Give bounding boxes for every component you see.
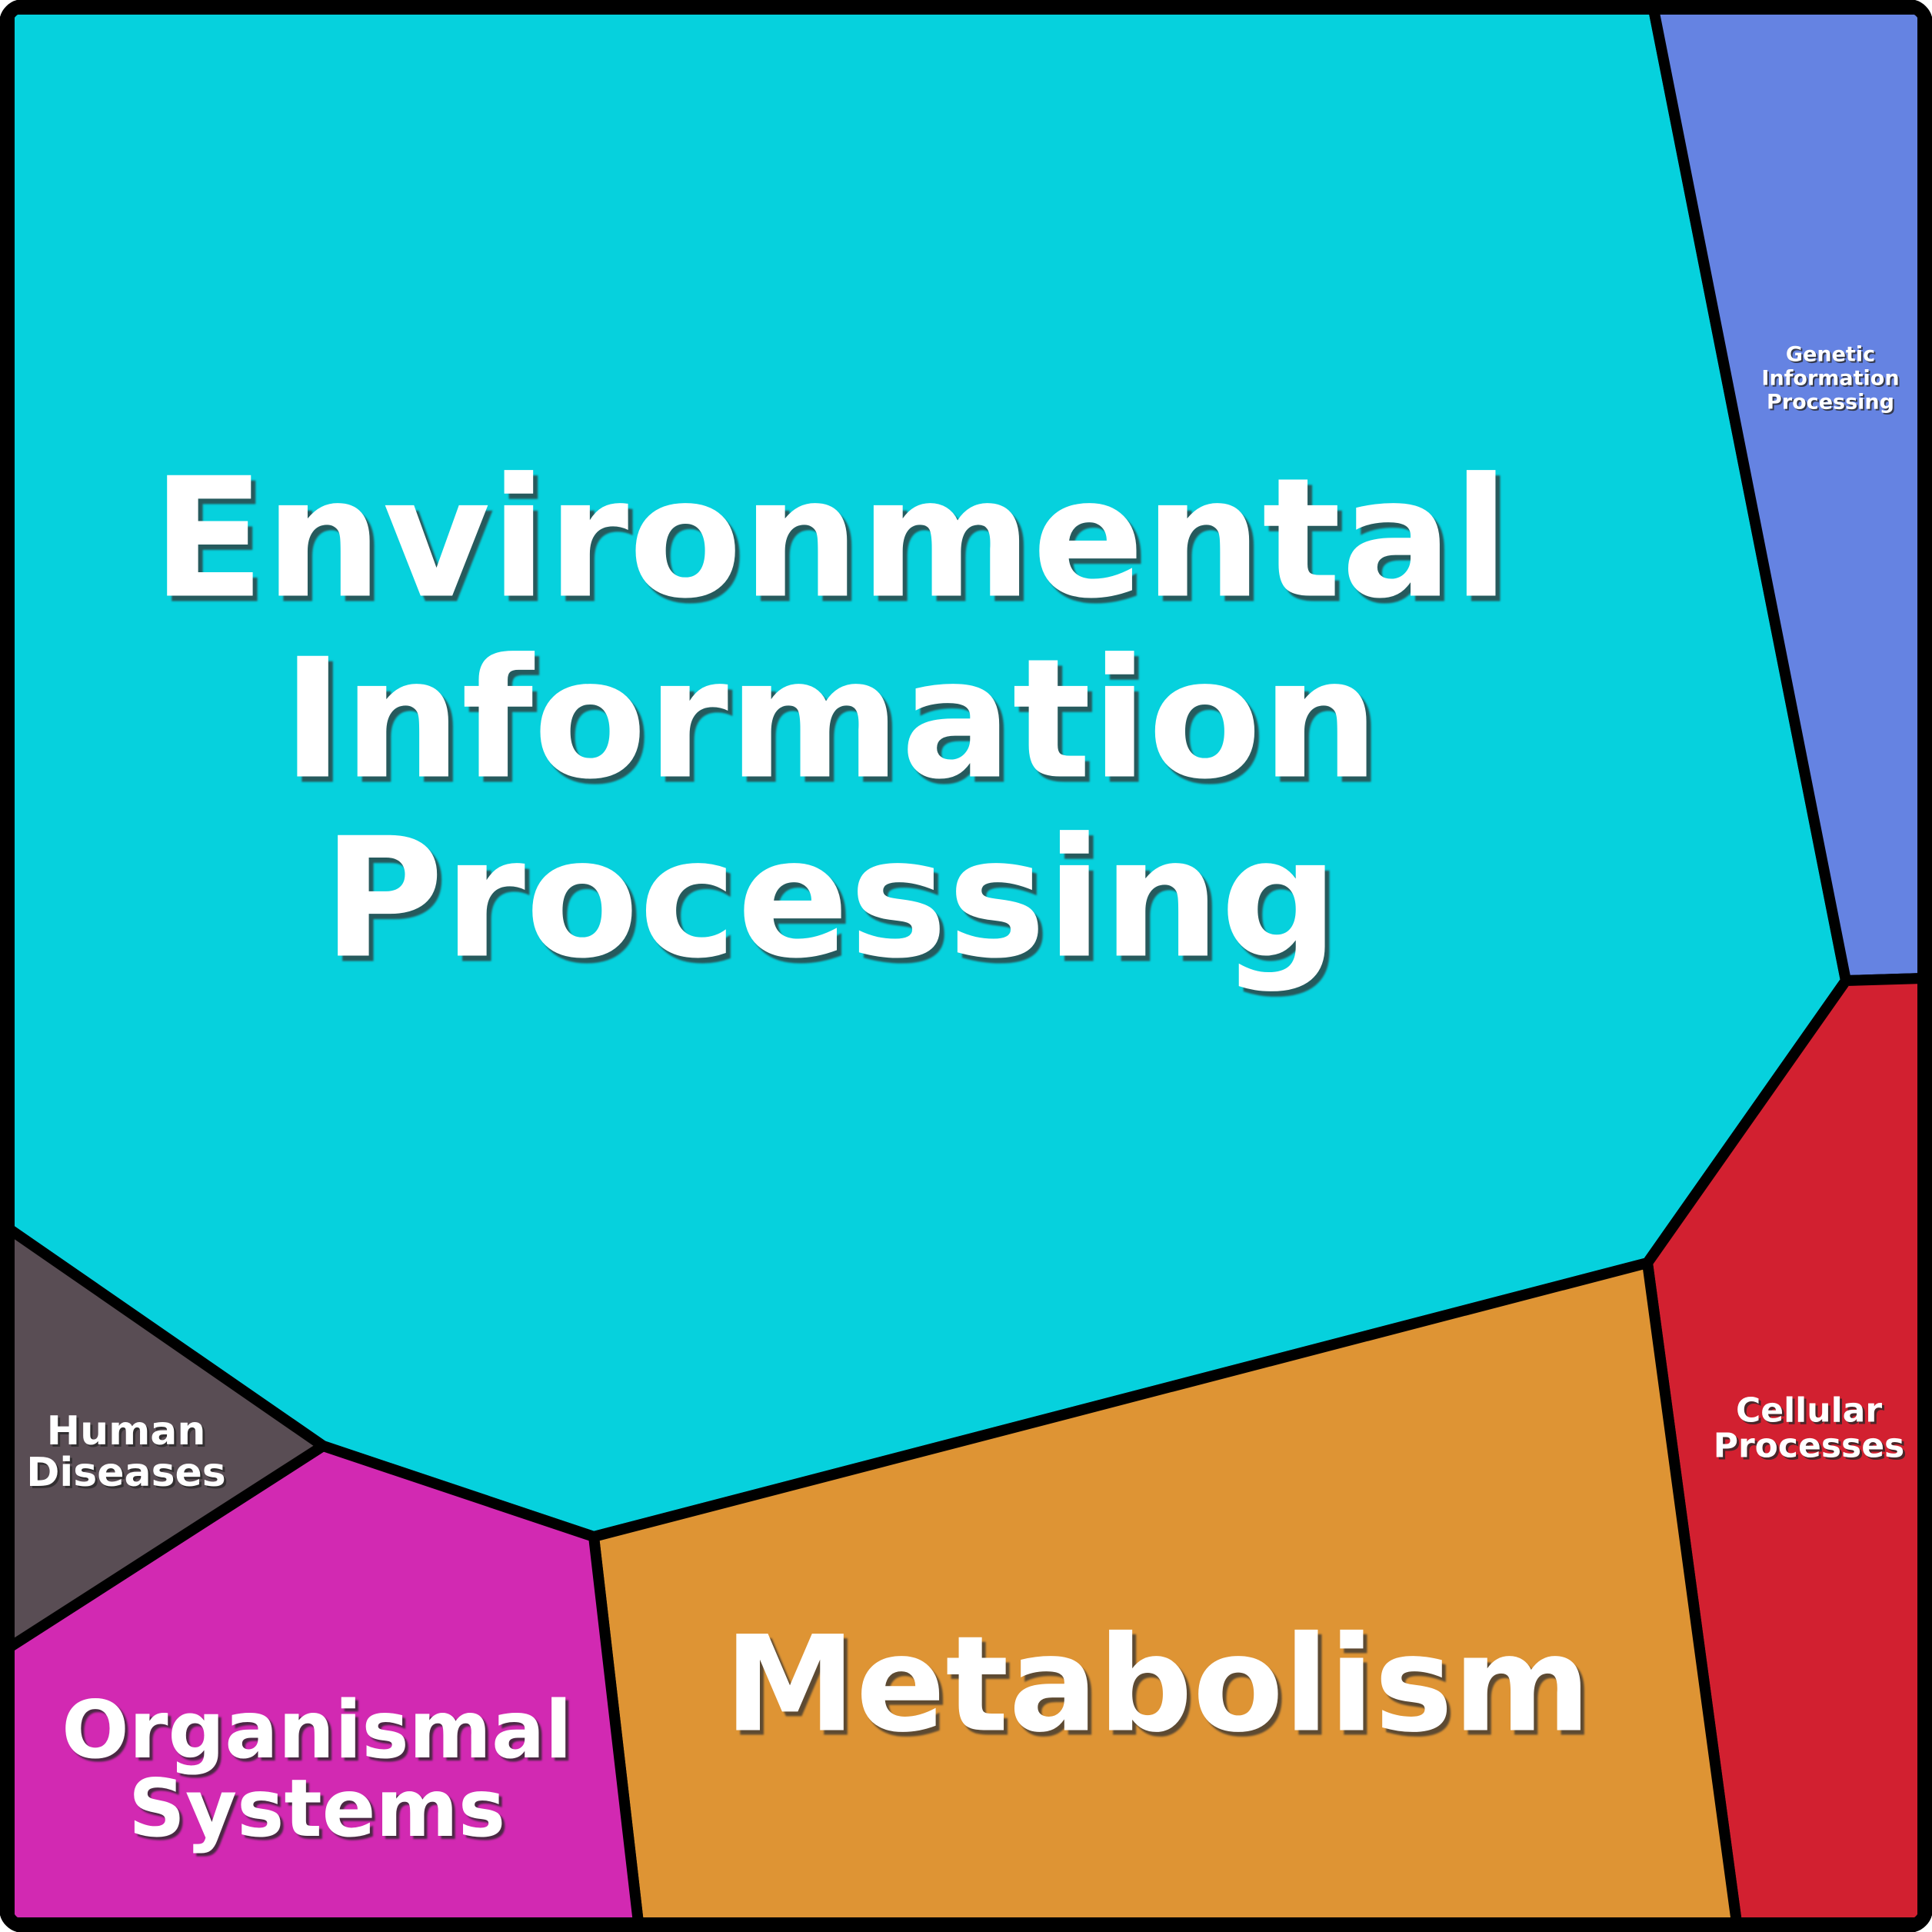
label-line: Information [282,623,1380,816]
label-line: Processing [322,802,1338,995]
label-line: Cellular [1736,1391,1882,1431]
label-line: Processes [1714,1427,1905,1466]
label-line: Information [1761,367,1899,391]
label-line: Human [47,1408,206,1454]
label-human-diseases: Human Diseases [26,1408,225,1496]
label-line: Processing [1767,391,1894,415]
label-environmental-information-processing: Environmental Information Processing [152,442,1509,995]
label-line: Environmental [152,442,1509,635]
label-organismal-systems: Organismal Systems [62,1684,572,1855]
label-line: Metabolism [724,1607,1591,1762]
label-line: Systems [128,1763,505,1855]
label-line: Organismal [62,1684,572,1777]
label-line: Diseases [26,1450,225,1496]
label-metabolism: Metabolism [724,1607,1591,1762]
label-cellular-processes: Cellular Processes [1714,1391,1905,1466]
treemap-cells [6,6,1926,1926]
label-line: Genetic [1786,343,1875,367]
label-genetic-information-processing: Genetic Information Processing [1761,343,1899,415]
